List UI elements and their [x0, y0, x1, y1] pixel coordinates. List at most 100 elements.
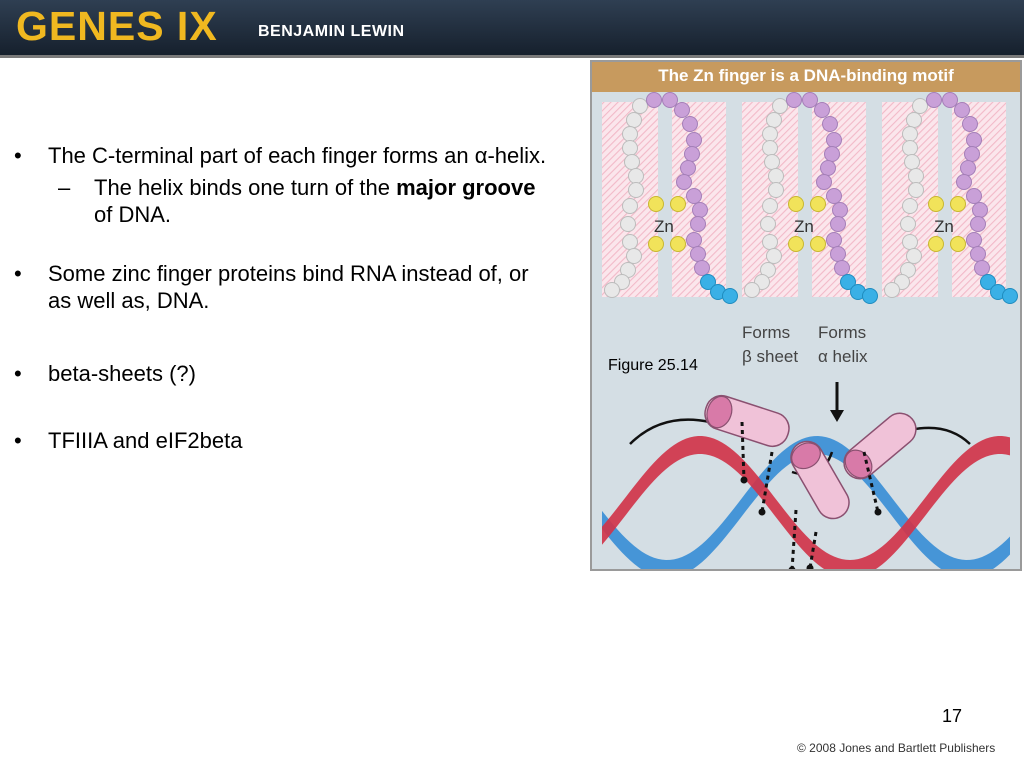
zinc-ligand-bead — [670, 236, 686, 252]
residue-bead — [624, 154, 640, 170]
book-title: GENES IX — [16, 3, 218, 49]
residue-bead — [1002, 288, 1018, 304]
residue-bead — [690, 246, 706, 262]
residue-bead — [962, 116, 978, 132]
residue-bead — [830, 246, 846, 262]
zinc-ligand-bead — [788, 196, 804, 212]
bullet-mark: • — [14, 361, 22, 386]
residue-bead — [912, 98, 928, 114]
residue-bead — [694, 260, 710, 276]
figure-labels: Forms β sheet Forms α helix — [742, 323, 868, 366]
binding-arrow-head — [788, 566, 796, 574]
residue-bead — [908, 168, 924, 184]
residue-bead — [820, 160, 836, 176]
figure-title: The Zn finger is a DNA-binding motif — [658, 66, 954, 85]
residue-bead — [626, 112, 642, 128]
residue-bead — [906, 112, 922, 128]
copyright-notice: © 2008 Jones and Bartlett Publishers — [797, 741, 996, 755]
residue-bead — [826, 232, 842, 248]
residue-bead — [824, 146, 840, 162]
zinc-ligand-bead — [950, 196, 966, 212]
binding-arrow — [862, 451, 880, 513]
residue-bead — [902, 198, 918, 214]
residue-bead — [674, 102, 690, 118]
bullet-mark: • — [14, 143, 22, 168]
residue-bead — [964, 146, 980, 162]
binding-arrow — [808, 531, 818, 569]
residue-bead — [676, 174, 692, 190]
residue-bead — [700, 274, 716, 290]
dna-strand-red — [602, 436, 1010, 578]
residue-bead — [686, 132, 702, 148]
residue-bead — [956, 174, 972, 190]
sub-bullet-suffix: of DNA. — [94, 202, 172, 227]
bullet-text: Some zinc finger proteins bind RNA inste… — [48, 261, 529, 313]
residue-bead — [840, 274, 856, 290]
residue-bead — [620, 216, 636, 232]
residue-bead — [900, 216, 916, 232]
residue-bead — [768, 182, 784, 198]
residue-bead — [972, 202, 988, 218]
residue-bead — [902, 126, 918, 142]
zn-label: Zn — [654, 217, 674, 236]
residue-bead — [762, 234, 778, 250]
residue-bead — [692, 202, 708, 218]
residue-bead — [766, 248, 782, 264]
residue-bead — [632, 98, 648, 114]
residue-bead — [682, 116, 698, 132]
binding-arrow-head — [874, 508, 882, 516]
residue-bead — [884, 282, 900, 298]
bullet-item: • beta-sheets (?) — [14, 360, 554, 387]
residue-bead — [974, 260, 990, 276]
bullet-item: • Some zinc finger proteins bind RNA ins… — [14, 260, 554, 314]
zinc-ligand-bead — [810, 236, 826, 252]
bullet-item: • The C-terminal part of each finger for… — [14, 142, 554, 169]
residue-bead — [680, 160, 696, 176]
cylinder-end — [844, 449, 873, 479]
protein-chain — [909, 426, 971, 445]
residue-bead — [970, 246, 986, 262]
residue-bead — [826, 188, 842, 204]
alpha-helix-cylinders — [629, 394, 971, 574]
residue-bead — [686, 232, 702, 248]
residue-bead — [762, 140, 778, 156]
residue-bead — [926, 92, 942, 108]
residue-bead — [802, 92, 818, 108]
residue-bead — [814, 102, 830, 118]
cylinder-end — [791, 442, 821, 470]
residue-bead — [760, 216, 776, 232]
residue-bead — [904, 154, 920, 170]
residue-bead — [966, 132, 982, 148]
figure-title-bar — [592, 62, 1020, 92]
residue-bead — [662, 92, 678, 108]
binding-arrow — [790, 509, 798, 571]
residue-bead — [690, 216, 706, 232]
slide-header: GENES IX BENJAMIN LEWIN — [0, 0, 1024, 58]
zinc-ligand-bead — [670, 196, 686, 212]
residue-bead — [970, 216, 986, 232]
residue-bead — [622, 234, 638, 250]
residue-bead — [966, 188, 982, 204]
binding-arrow — [760, 451, 774, 513]
binding-arrow — [740, 421, 746, 481]
bullet-mark: • — [14, 261, 22, 286]
bullet-text: TFIIIA and eIF2beta — [48, 428, 243, 453]
residue-bead — [622, 198, 638, 214]
residue-bead — [906, 248, 922, 264]
residue-bead — [684, 146, 700, 162]
zinc-finger: Zn — [602, 92, 738, 304]
bullet-text: beta-sheets (?) — [48, 361, 196, 386]
residue-bead — [954, 102, 970, 118]
residue-bead — [942, 92, 958, 108]
forms-alpha-line2: α helix — [818, 347, 868, 366]
forms-beta-line2: β sheet — [742, 347, 798, 366]
zinc-finger: Zn — [882, 92, 1018, 304]
residue-bead — [834, 260, 850, 276]
zn-label: Zn — [794, 217, 814, 236]
residue-bead — [762, 198, 778, 214]
zinc-ligand-bead — [788, 236, 804, 252]
sub-bullet-mark: – — [58, 175, 71, 200]
residue-bead — [766, 112, 782, 128]
